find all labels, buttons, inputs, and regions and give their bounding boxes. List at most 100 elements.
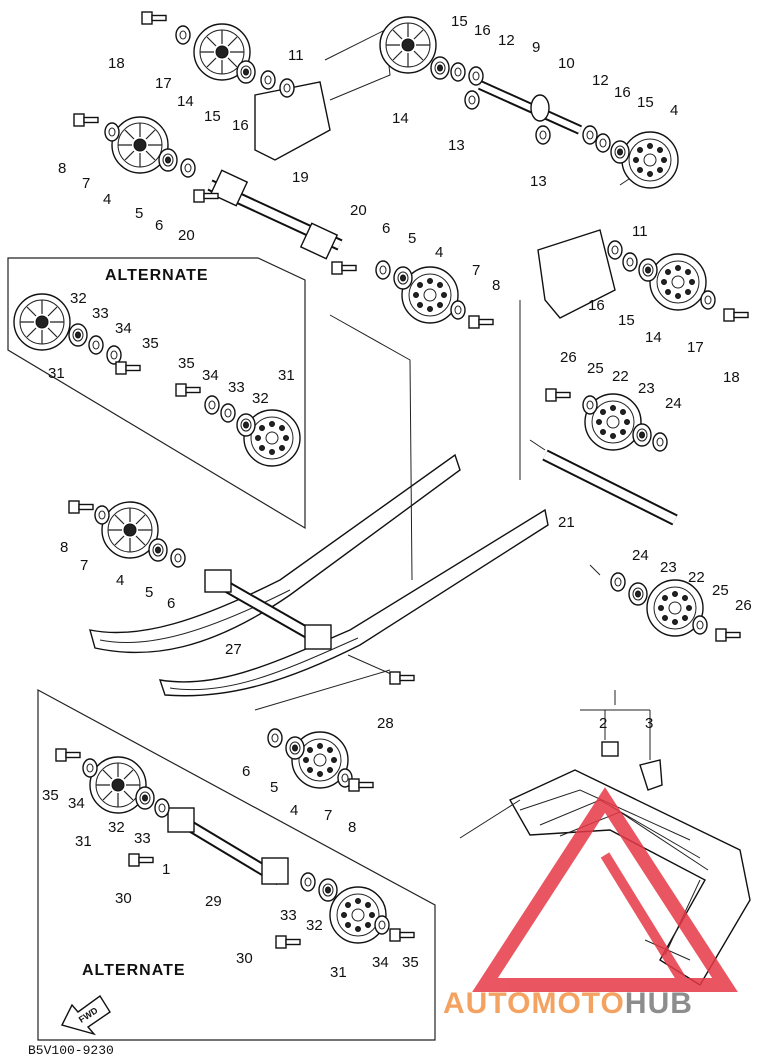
part-label: 35 [402, 954, 419, 971]
part-label: 12 [498, 32, 515, 49]
part-label: 25 [587, 360, 604, 377]
part-label: 35 [42, 787, 59, 804]
part-label: 17 [155, 75, 172, 92]
wheel-4-top-right [621, 131, 679, 189]
part-label: 9 [532, 39, 540, 56]
front-axle-19 [207, 169, 343, 260]
top-shaft-9 [477, 80, 583, 135]
part-label: 23 [660, 559, 677, 576]
part-label: 11 [632, 223, 648, 240]
part-label: 27 [225, 641, 242, 658]
track-assembly [509, 769, 751, 986]
part-label: 16 [614, 84, 631, 101]
wheel-14-right [649, 253, 707, 311]
part-label: 21 [558, 514, 575, 531]
part-label: 4 [116, 572, 124, 589]
part-label: 5 [135, 205, 143, 222]
part-label: 8 [60, 539, 68, 556]
part-label: 8 [492, 277, 500, 294]
part-label: 31 [48, 365, 65, 382]
part-label: 3 [645, 715, 653, 732]
slide-rails [89, 453, 549, 697]
part-label: 20 [178, 227, 195, 244]
part-label: 32 [252, 390, 269, 407]
alternate-label-top: ALTERNATE [105, 267, 209, 284]
axle-29 [167, 807, 289, 886]
wheel-31-alt-bottom-right [329, 886, 387, 944]
clip-3 [639, 759, 663, 791]
part-label: 18 [723, 369, 740, 386]
part-label: 25 [712, 582, 729, 599]
part-label: 15 [451, 13, 468, 30]
alternate-box-bottom [37, 688, 436, 1041]
alternate-label-bottom: ALTERNATE [82, 962, 186, 979]
part-label: 7 [82, 175, 90, 192]
part-label: 6 [167, 595, 175, 612]
part-label: 34 [372, 954, 389, 971]
part-label: 7 [472, 262, 480, 279]
part-label: 32 [108, 819, 125, 836]
part-label: 14 [645, 329, 662, 346]
part-label: 33 [228, 379, 245, 396]
part-label: 29 [205, 893, 222, 910]
part-label: 33 [280, 907, 297, 924]
part-label: 16 [588, 297, 605, 314]
part-label: 31 [75, 833, 92, 850]
part-label: 19 [292, 169, 309, 186]
part-label: 31 [278, 367, 295, 384]
watermark-text: AUTOMOTOHUB [443, 987, 693, 1020]
part-label: 22 [612, 368, 629, 385]
part-label: 16 [232, 117, 249, 134]
part-label: 34 [115, 320, 132, 337]
part-label: 26 [735, 597, 752, 614]
part-label: 4 [103, 191, 111, 208]
part-label: 24 [632, 547, 649, 564]
part-label: 7 [80, 557, 88, 574]
part-label: 32 [306, 917, 323, 934]
part-label: 13 [530, 173, 547, 190]
part-label: 13 [448, 137, 465, 154]
part-label: 30 [236, 950, 253, 967]
part-label: 14 [392, 110, 409, 127]
part-label: 34 [68, 795, 85, 812]
part-label: 31 [330, 964, 347, 981]
part-label: 30 [115, 890, 132, 907]
bracket-11-right [537, 229, 616, 319]
part-label: 1 [162, 861, 170, 878]
part-label: 10 [558, 55, 575, 72]
axle-27 [204, 569, 332, 650]
part-label: 15 [637, 94, 654, 111]
part-label: 5 [145, 584, 153, 601]
part-label: 33 [92, 305, 109, 322]
part-label: 4 [670, 102, 678, 119]
alternate-box-top [7, 257, 306, 530]
part-label: 35 [142, 335, 159, 352]
part-label: 7 [324, 807, 332, 824]
part-label: 4 [435, 244, 443, 261]
part-label: 16 [474, 22, 491, 39]
idler-wheel-14-top-center [379, 16, 437, 74]
part-label: 12 [592, 72, 609, 89]
part-label: 2 [599, 715, 607, 732]
part-label: 6 [155, 217, 163, 234]
part-label: 15 [618, 312, 635, 329]
part-labels: 18 17 14 15 16 11 14 15 16 12 9 10 12 16… [42, 13, 752, 981]
part-label: 8 [348, 819, 356, 836]
part-label: 35 [178, 355, 195, 372]
shaft-21 [542, 449, 678, 526]
part-label: 17 [687, 339, 704, 356]
part-label: 18 [108, 55, 125, 72]
part-label: 33 [134, 830, 151, 847]
part-label: 11 [288, 47, 304, 64]
diagram-code: B5V100-9230 [28, 1043, 114, 1058]
part-label: 6 [382, 220, 390, 237]
part-label: 4 [290, 802, 298, 819]
part-label: 14 [177, 93, 194, 110]
part-label: 6 [242, 763, 250, 780]
part-label: 26 [560, 349, 577, 366]
part-label: 23 [638, 380, 655, 397]
part-label: 15 [204, 108, 221, 125]
part-label: 5 [408, 230, 416, 247]
